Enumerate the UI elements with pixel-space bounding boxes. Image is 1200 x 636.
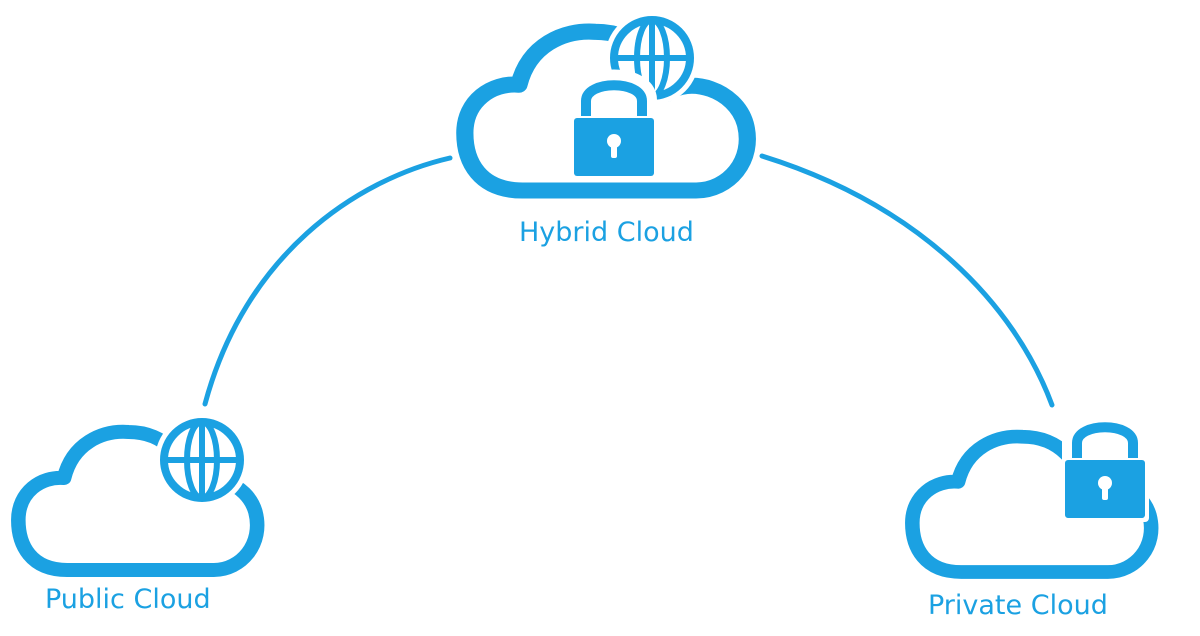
globe-icon — [155, 413, 249, 507]
padlock-icon — [570, 69, 658, 180]
public-cloud-label: Public Cloud — [45, 584, 211, 615]
private-cloud-label: Private Cloud — [928, 590, 1108, 621]
node-public-cloud — [18, 413, 257, 570]
connection-public-hybrid — [202, 155, 453, 407]
hybrid-cloud-label: Hybrid Cloud — [519, 217, 694, 248]
padlock-icon — [1061, 411, 1149, 522]
connection-hybrid-private — [759, 153, 1055, 408]
node-hybrid-cloud — [465, 11, 747, 191]
node-private-cloud — [912, 411, 1151, 573]
